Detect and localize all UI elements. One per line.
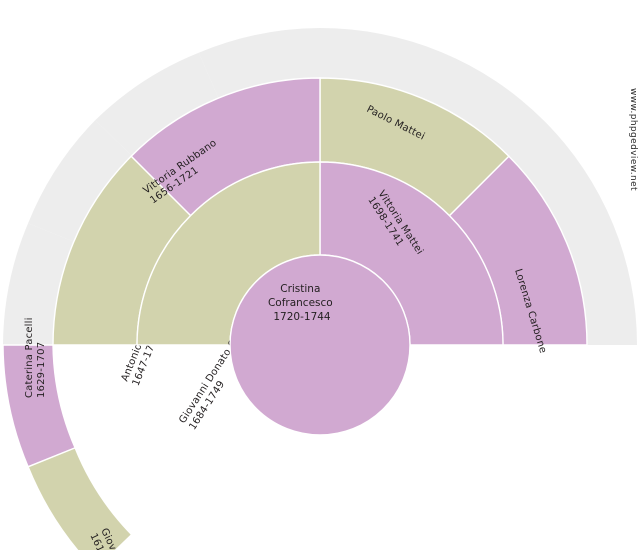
wedge-great-grandparent-empty-upper-left-2 xyxy=(95,52,219,156)
generation-4-ring: Caterina Pacelli 1629-1707 Giovanni Dona… xyxy=(2,28,637,550)
wedge-great-grandparent-empty-top-right xyxy=(320,28,637,345)
watermark-text: www.phpgedview.net xyxy=(628,88,638,191)
wedge-great-grandparent-empty-left-3 xyxy=(28,120,132,243)
center-circle-shape[interactable] xyxy=(229,254,411,436)
center-person-circle[interactable]: Cristina Cofrancesco 1720-1744 xyxy=(229,254,411,436)
label-center-person: Cristina Cofrancesco 1720-1744 xyxy=(268,283,336,323)
wedge-great-grandparent-empty-top-left xyxy=(198,28,320,99)
label-great-grandfather-giovanni-donato-cofrancesco: Giovanni Donato Cofrancesco 1613-1683 xyxy=(87,527,174,550)
wedge-great-grandparent-empty-left-4 xyxy=(3,223,76,345)
label-great-grandmother-caterina-pacelli: Caterina Pacelli 1629-1707 xyxy=(24,314,47,398)
wedge-great-grandfather-giovanni-donato-cofrancesco[interactable] xyxy=(27,446,133,550)
